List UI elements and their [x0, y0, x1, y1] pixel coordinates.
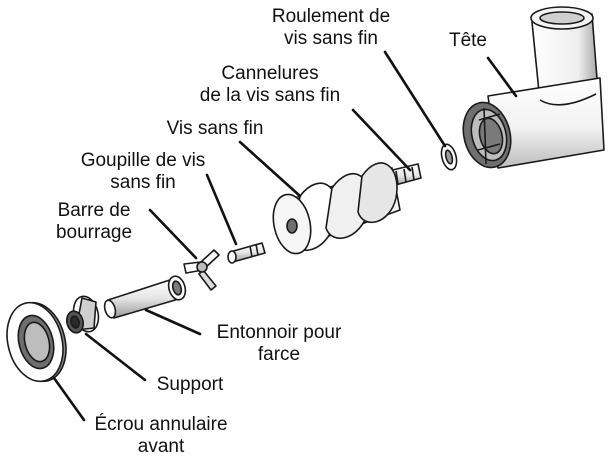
leader-entonnoir [144, 308, 202, 336]
label-barre-line-1: Barre de [57, 200, 131, 221]
label-roulement-line-2: vis sans fin [284, 28, 378, 49]
label-barre: Barre de bourrage [40, 200, 148, 244]
leader-support [84, 332, 147, 382]
leader-tete [486, 56, 518, 98]
label-entonnoir: Entonnoir pour farce [198, 322, 360, 366]
label-goupille-line-1: Goupille de vis [80, 150, 206, 171]
label-support: Support [140, 374, 240, 396]
label-cannelures: Cannelures de la vis sans fin [170, 63, 370, 107]
label-support-line-1: Support [156, 374, 224, 395]
support-part [65, 295, 100, 334]
label-cannelures-line-2: de la vis sans fin [199, 85, 341, 106]
label-barre-line-2: bourrage [55, 222, 133, 243]
label-tete-line-1: Tête [448, 30, 488, 51]
label-vis-line-1: Vis sans fin [166, 118, 264, 139]
roulement-part [440, 143, 458, 171]
leader-cannelures [351, 108, 412, 172]
label-ecrou-line-2: avant [137, 436, 185, 457]
label-entonnoir-line-1: Entonnoir pour [216, 322, 342, 343]
ecrou-part [6, 301, 67, 383]
label-goupille: Goupille de vis sans fin [52, 150, 234, 194]
barre-part [183, 249, 220, 291]
vis-sans-fin-part [272, 162, 422, 255]
label-vis: Vis sans fin [152, 118, 278, 140]
leader-goupille [205, 173, 238, 246]
tete-part [462, 6, 605, 169]
label-ecrou: Écrou annulaire avant [68, 414, 254, 458]
label-ecrou-line-1: Écrou annulaire [94, 414, 228, 435]
entonnoir-part [103, 275, 187, 319]
leader-barre [148, 208, 198, 260]
label-roulement: Roulement de vis sans fin [250, 6, 412, 50]
leader-roulement [383, 50, 447, 148]
label-cannelures-line-1: Cannelures [221, 63, 319, 84]
goupille-part [227, 242, 266, 264]
leader-ecrou [52, 376, 86, 422]
label-entonnoir-line-2: farce [257, 344, 301, 365]
leader-lines [52, 50, 518, 422]
label-goupille-line-2: sans fin [110, 172, 176, 193]
label-roulement-line-1: Roulement de [271, 6, 391, 27]
leader-vis [238, 140, 302, 198]
label-tete: Tête [438, 30, 498, 52]
